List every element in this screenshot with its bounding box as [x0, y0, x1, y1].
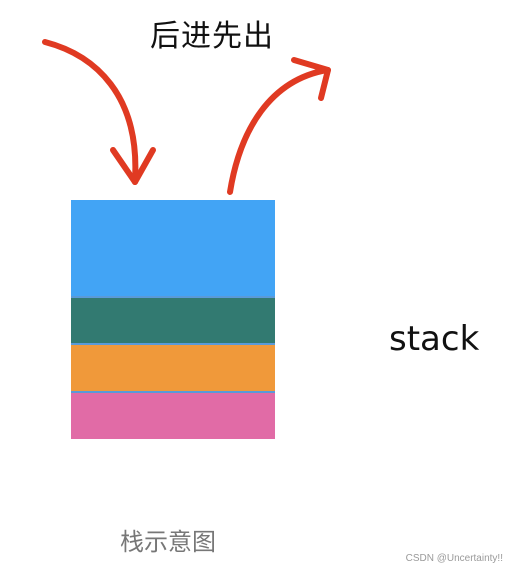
arrow-push-icon	[42, 39, 156, 185]
stack-block-third	[71, 345, 275, 391]
diagram-title: 后进先出	[150, 19, 274, 54]
watermark: CSDN @Uncertainty!!	[405, 553, 503, 564]
stack-block-top	[71, 200, 275, 296]
stack-block-second	[71, 298, 275, 343]
stack-label: stack	[389, 319, 480, 359]
stack-block-bottom	[71, 393, 275, 439]
diagram-caption: 栈示意图	[120, 528, 216, 556]
stack-diagram	[71, 200, 275, 439]
arrow-pop-icon	[227, 57, 331, 195]
